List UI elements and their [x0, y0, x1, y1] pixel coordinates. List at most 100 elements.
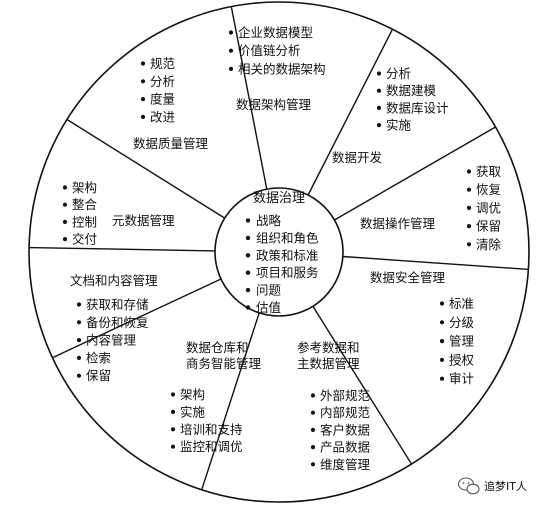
segment-item: 整合: [72, 197, 98, 212]
segment-item: 控制: [72, 214, 97, 229]
bullet: [310, 462, 316, 467]
segment-item: 数据建模: [386, 83, 437, 98]
bullet: [228, 30, 234, 35]
wheel-structure: [28, 1, 530, 503]
bullet: [376, 88, 382, 93]
bullet: [466, 242, 472, 247]
bullet: [170, 392, 176, 397]
bullet: [310, 427, 316, 432]
segment-item: 保留: [476, 219, 501, 234]
bullet: [310, 445, 316, 450]
segment-title: 数据安全管理: [370, 270, 446, 285]
bullet: [376, 105, 382, 110]
segment-item: 企业数据模型: [238, 25, 313, 40]
segment-item: 培训和支持: [180, 422, 243, 437]
bullet: [140, 97, 146, 102]
bullet: [439, 357, 445, 362]
bullet: [62, 237, 68, 242]
segment-divider: [66, 118, 226, 219]
segment-title: 文档和内容管理: [70, 273, 158, 288]
segment-title: 参考数据和: [297, 340, 360, 355]
bullet: [76, 338, 82, 343]
bullet: [439, 339, 445, 344]
segment-item: 实施: [180, 404, 206, 419]
bullet: [466, 187, 472, 192]
segment-item: 内容管理: [86, 333, 137, 348]
center-item: 问题: [256, 283, 282, 298]
segment-divider: [334, 126, 496, 221]
segment-item: 调优: [476, 200, 501, 215]
segment-item: 外部规范: [320, 388, 370, 403]
bullet: [170, 427, 176, 432]
bullet: [62, 202, 68, 207]
segment-item: 规范: [150, 56, 175, 71]
segment-divider: [201, 312, 260, 491]
bullet: [245, 218, 251, 223]
segment-item: 维度管理: [320, 457, 371, 472]
bullet: [76, 373, 82, 378]
bullet: [245, 270, 251, 275]
segment-item: 恢复: [476, 182, 502, 197]
segment-item: 相关的数据架构: [238, 61, 326, 76]
bullet: [245, 235, 251, 241]
bullet: [140, 114, 146, 119]
segment-title: 数据操作管理: [360, 216, 436, 231]
bullet: [310, 393, 316, 398]
segment-divider: [307, 28, 394, 196]
bullet: [245, 287, 251, 293]
bullet: [310, 410, 316, 415]
bullet: [140, 61, 146, 66]
segment-divider: [52, 278, 222, 359]
bullet: [140, 79, 146, 84]
segment-item: 架构: [72, 180, 97, 195]
segment-divider: [312, 305, 413, 465]
bullet: [466, 224, 472, 229]
segment-item: 价值链分析: [238, 43, 301, 58]
segment-item: 交付: [72, 232, 97, 247]
segment-title: 主数据管理: [297, 356, 360, 371]
segment-item: 内部规范: [320, 405, 370, 420]
bullet: [76, 355, 82, 360]
bullet: [170, 409, 176, 414]
segment-item: 监控和调优: [180, 439, 243, 454]
segment-item: 备份和恢复: [86, 315, 149, 330]
segment-item: 保留: [86, 368, 111, 383]
segment-title: 数据开发: [332, 150, 383, 165]
segment-item: 管理: [449, 334, 475, 349]
segment-item: 标准: [449, 296, 474, 311]
bullet: [439, 376, 445, 381]
segment-item: 授权: [449, 352, 475, 367]
bullet: [439, 301, 445, 306]
segment-item: 架构: [180, 387, 205, 402]
segment-divider: [28, 246, 216, 252]
segment-title: 元数据管理: [112, 213, 175, 228]
bullet: [245, 305, 251, 310]
inner-circle: [214, 187, 344, 317]
segment-item: 分析: [386, 66, 411, 81]
center-item: 项目和服务: [256, 265, 319, 280]
segment-title: 数据仓库和: [186, 340, 249, 355]
bullet: [376, 71, 382, 76]
center-item: 组织和角色: [256, 230, 319, 245]
bullet: [62, 219, 68, 224]
segment-item: 产品数据: [320, 440, 370, 455]
segment-item: 检索: [86, 350, 111, 365]
bullet: [170, 444, 176, 449]
bullet: [439, 320, 445, 325]
segment-item: 审计: [449, 371, 474, 386]
segment-title: 商务智能管理: [186, 356, 262, 371]
segment-title: 数据架构管理: [236, 97, 312, 112]
segment-title: 数据质量管理: [133, 136, 209, 151]
bullet: [62, 185, 68, 190]
segment-divider: [230, 6, 268, 190]
segment-item: 改进: [150, 109, 176, 124]
